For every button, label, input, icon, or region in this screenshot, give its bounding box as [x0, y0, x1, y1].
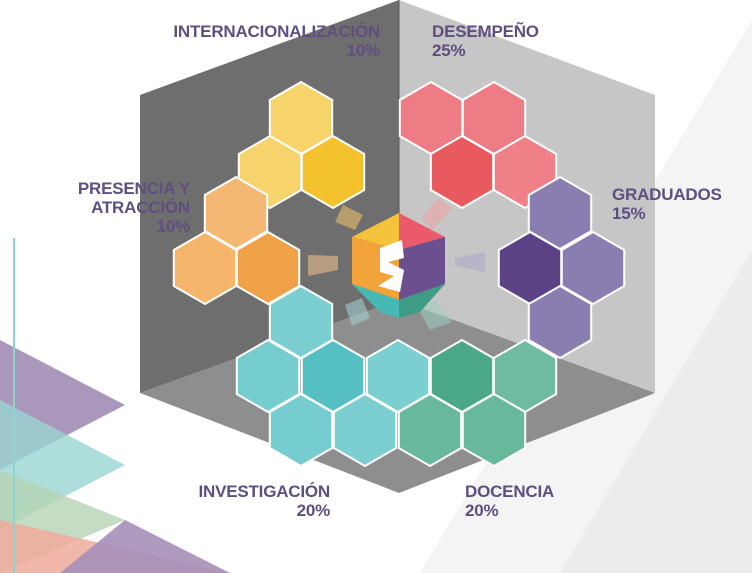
investigacion-name: INVESTIGACIÓN	[198, 482, 330, 501]
center-cube-top-left	[352, 213, 399, 250]
desempeno-pct: 25%	[432, 41, 466, 60]
center-rays	[308, 198, 485, 330]
desempeno-name: DESEMPEÑO	[432, 22, 539, 41]
docencia-pct: 20%	[465, 501, 499, 520]
hex-cell-investigacion	[235, 338, 301, 414]
internacionalizacion-pct: 10%	[346, 41, 381, 60]
hex-cell-graduados	[527, 284, 593, 360]
presencia-pct: 10%	[156, 217, 191, 236]
investigacion-pct: 20%	[296, 501, 331, 520]
docencia-name: DOCENCIA	[465, 482, 555, 501]
internacionalizacion-name: INTERNACIONALIZACIÓN	[173, 22, 380, 41]
label-presencia: PRESENCIA Y ATRACCIÓN 10%	[30, 179, 190, 236]
hex-cell-docencia	[461, 392, 527, 468]
center-cube-bottom-left	[352, 284, 399, 318]
hex-cell-investigacion	[268, 392, 334, 468]
center-cube-top-right	[399, 213, 445, 250]
label-internacionalizacion: INTERNACIONALIZACIÓN 10%	[140, 22, 380, 60]
hex-cell-presencia	[235, 230, 301, 306]
center-cube-right	[399, 237, 445, 300]
hex-cell-internacionalizacion	[300, 134, 366, 210]
label-graduados: GRADUADOS 15%	[612, 185, 747, 223]
center-cube	[352, 213, 445, 318]
presencia-name-line1: PRESENCIA Y	[77, 179, 190, 198]
hex-cell-graduados	[560, 230, 626, 306]
label-desempeno: DESEMPEÑO 25%	[432, 22, 592, 60]
hex-cell-docencia	[397, 392, 463, 468]
center-cube-bottom-right	[399, 284, 445, 318]
label-investigacion: INVESTIGACIÓN 20%	[150, 482, 330, 520]
graduados-pct: 15%	[612, 204, 646, 223]
presencia-name-line2: ATRACCIÓN	[91, 198, 190, 217]
label-docencia: DOCENCIA 20%	[465, 482, 605, 520]
graduados-name: GRADUADOS	[612, 185, 722, 204]
hex-cell-investigacion	[332, 392, 398, 468]
center-logo-mark	[378, 240, 404, 292]
hexagon-cells	[172, 80, 626, 468]
